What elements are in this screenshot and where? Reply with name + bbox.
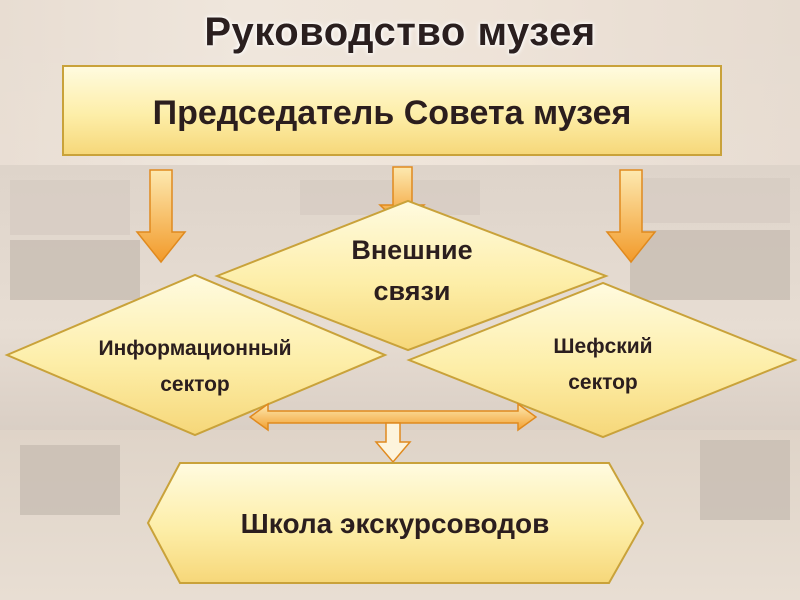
background-exhibit-panel bbox=[10, 180, 130, 235]
page-title: Руководство музея bbox=[204, 10, 596, 54]
double-arrow-horizontal-icon bbox=[248, 402, 538, 432]
guide-school-node: Школа экскурсоводов bbox=[146, 462, 645, 584]
background-exhibit-panel bbox=[640, 178, 790, 223]
down-arrow-left-icon bbox=[135, 169, 187, 264]
info-sector-line2: сектор bbox=[160, 373, 230, 396]
background-showcase bbox=[700, 440, 790, 520]
info-sector-line1: Информационный bbox=[98, 337, 291, 360]
down-arrow-school-icon bbox=[374, 422, 412, 464]
patronage-sector-line1: Шефский bbox=[553, 335, 652, 358]
chairman-box: Председатель Совета музея bbox=[62, 65, 722, 156]
external-relations-line2: связи bbox=[373, 276, 450, 306]
info-sector-node: Информационный сектор bbox=[4, 273, 388, 437]
patronage-sector-node: Шефский сектор bbox=[406, 281, 798, 439]
down-arrow-right-icon bbox=[605, 169, 657, 264]
background-exhibit-panel bbox=[630, 230, 790, 300]
patronage-sector-line2: сектор bbox=[568, 371, 638, 394]
external-relations-node: Внешние связи bbox=[214, 199, 609, 352]
background-exhibit-panel bbox=[10, 240, 140, 300]
background-showcase bbox=[20, 445, 120, 515]
guide-school-label: Школа экскурсоводов bbox=[241, 508, 550, 539]
external-relations-line1: Внешние bbox=[351, 235, 472, 265]
chairman-label: Председатель Совета музея bbox=[153, 94, 632, 132]
